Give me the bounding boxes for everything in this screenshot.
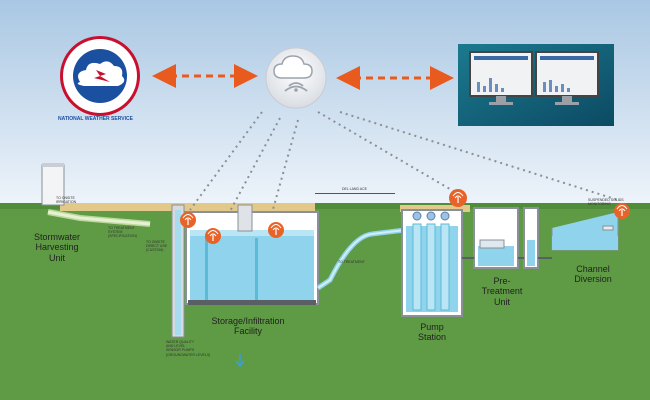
annotation-dimension: DEL LAND ACE — [342, 187, 367, 191]
sensor-icon — [614, 203, 630, 219]
nws-logo — [60, 36, 140, 116]
infiltration-arrow-icon — [235, 354, 245, 368]
harvesting-tank — [41, 163, 151, 227]
ground-strip — [0, 203, 650, 209]
annotation-treatment: TO TREATMENT SYSTEM (SPECIFICATION) — [108, 226, 137, 239]
pump-station — [401, 209, 463, 317]
signal-lines — [189, 111, 619, 221]
sensor-icon — [205, 228, 221, 244]
surface-road — [60, 203, 180, 211]
annotation-sensor-pumps: WATER QUALITY AND LEVEL SENSOR PUMPS (GR… — [166, 340, 211, 357]
ground — [0, 205, 650, 400]
label-harvesting-unit: Stormwater Harvesting Unit — [33, 232, 80, 263]
annotation-suspended-solids: SUSPENDED SOLIDS MONITORING — [588, 198, 624, 207]
monitoring-dashboard-panel — [458, 44, 614, 126]
sensor-group — [180, 189, 630, 244]
sensor-icon — [449, 189, 467, 207]
annotation-direct-use: TO ONSITE DIRECT USE (CUSTOM) — [146, 240, 168, 253]
storage-facility — [185, 204, 319, 305]
cloud-wifi-icon — [265, 47, 327, 109]
label-pretreatment-unit: Pre- Treatment Unit — [481, 276, 523, 307]
inlet-well — [171, 204, 185, 338]
annotation-to-treatment: TO TREATMENT — [338, 260, 365, 264]
label-channel-diversion: Channel Diversion — [574, 264, 612, 285]
dimension-marker — [315, 193, 395, 194]
annotation-irrigation: TO ONSITE IRRIGATION — [56, 196, 77, 205]
sensor-icon — [180, 212, 196, 228]
sensor-icon — [268, 222, 284, 238]
nws-logo-text: NATIONAL WEATHER SERVICE — [58, 116, 133, 122]
pretreatment-unit — [462, 207, 552, 269]
channel-diversion — [551, 212, 619, 251]
label-storage-facility: Storage/Infiltration Facility — [211, 316, 285, 337]
label-pump-station: Pump Station — [417, 322, 447, 343]
surface-road — [400, 205, 470, 212]
